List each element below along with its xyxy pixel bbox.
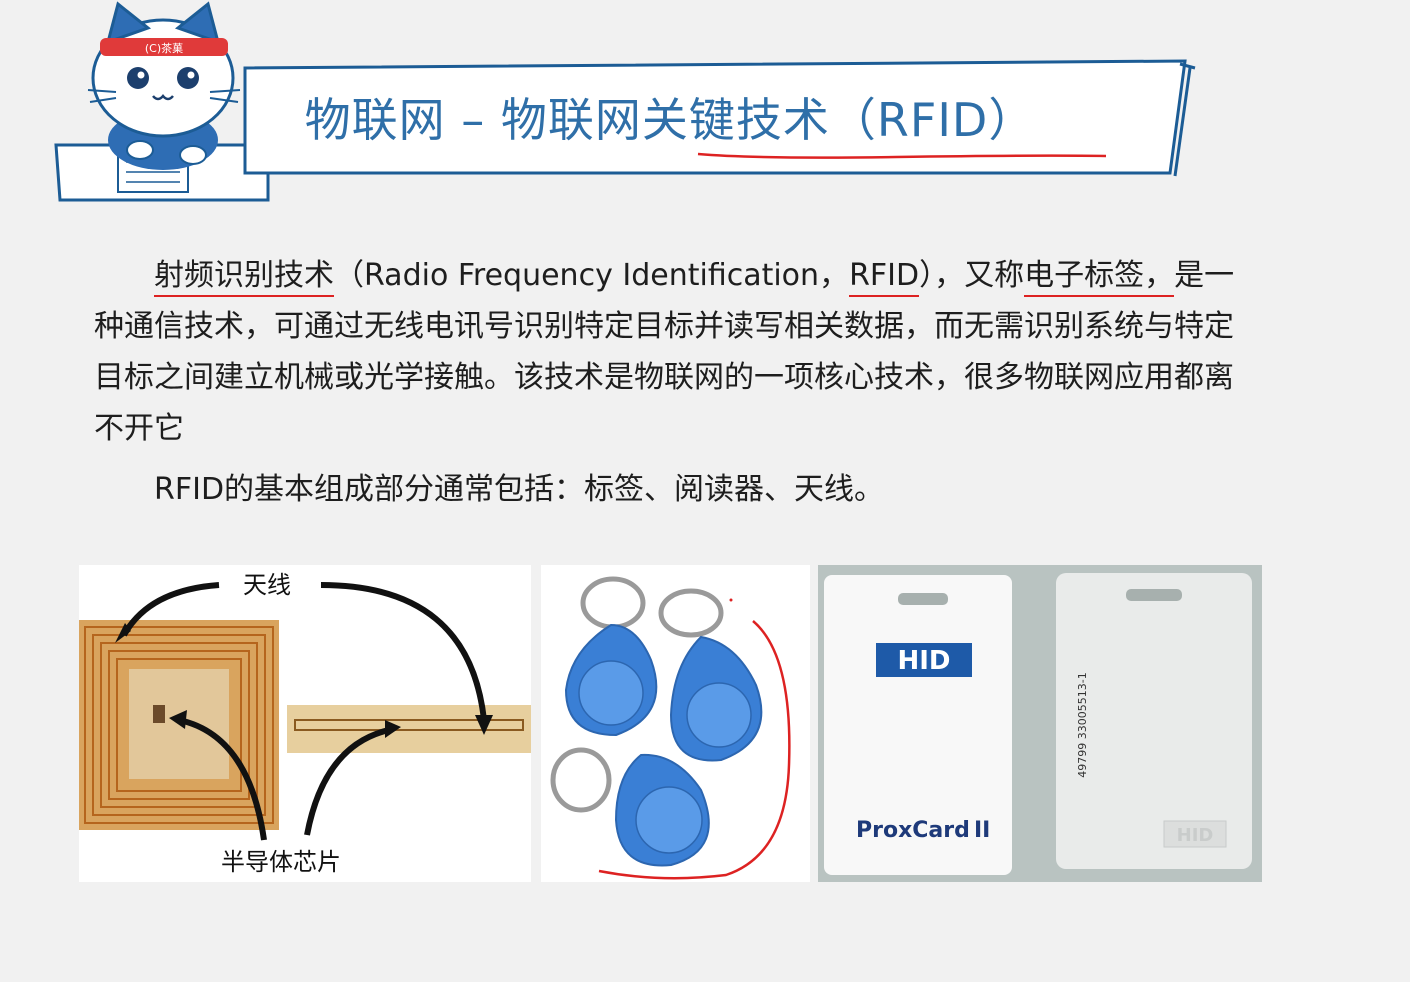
- rfid-card-image: HID ProxCard II 49799 33005513-1 HID: [818, 565, 1262, 882]
- rfid-keyfob-image: [541, 565, 810, 882]
- rfid-alias: 电子标签，: [1024, 258, 1175, 297]
- title-annotation-underline: [697, 152, 1107, 159]
- cat-mascot-icon: (C)茶菓: [54, 1, 270, 202]
- rfid-description: 是一种通信技术，可通过无线电讯号识别特定目标并读写相关数据，而无需识别系统与特定…: [94, 258, 1235, 446]
- chip-label: 半导体芯片: [221, 848, 341, 876]
- page-title: 物联网 – 物联网关键技术（RFID）: [304, 93, 1036, 147]
- card-product-suffix: II: [974, 818, 990, 843]
- rfid-components-paragraph: RFID的基本组成部分通常包括：标签、阅读器、天线。: [154, 472, 885, 507]
- rfid-term: 射频识别技术: [154, 258, 334, 297]
- rfid-alias-lead: ），又称: [919, 258, 1025, 293]
- mascot-headband-text: (C)茶菓: [145, 42, 183, 55]
- rfid-definition-paragraph: 射频识别技术（Radio Frequency Identification，RF…: [94, 250, 1254, 454]
- card-brand-logo: HID: [897, 646, 950, 676]
- rfid-english-name: （Radio Frequency Identification，: [334, 258, 850, 293]
- card-serial-number: 49799 33005513-1: [1076, 672, 1089, 777]
- title-banner: [243, 59, 1196, 177]
- antenna-label: 天线: [243, 571, 291, 599]
- rfid-antenna-image: 天线 半导体芯片: [79, 565, 531, 882]
- card-product-name: ProxCard: [856, 818, 970, 843]
- rfid-abbreviation: RFID: [849, 258, 920, 297]
- card-back-logo: HID: [1177, 825, 1214, 846]
